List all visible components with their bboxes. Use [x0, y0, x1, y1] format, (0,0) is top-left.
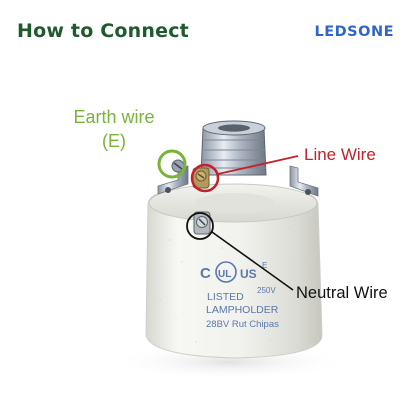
cul-mark-c: C [200, 265, 211, 282]
neutral-terminal-screw [193, 211, 211, 235]
earth-wire-text: Earth wire [73, 107, 155, 127]
bracket-screw-right [305, 189, 311, 195]
print-volts: 250V [257, 286, 276, 295]
earth-terminal-screw [171, 159, 185, 173]
neutral-callout-circle [186, 212, 214, 240]
center-recess [195, 193, 275, 213]
line-wire-label: Line Wire [304, 145, 376, 164]
line-callout-circle [190, 163, 220, 193]
nut-hole [218, 124, 250, 132]
line-callout-leader [217, 155, 299, 175]
neutral-wire-label: Neutral Wire [296, 284, 388, 302]
brand-logo: LEDSONE [314, 24, 394, 40]
neutral-callout-leader [211, 231, 294, 291]
product-print: C UL US E LISTED 250V LAMPHOLDER 28BV Ru… [200, 261, 279, 330]
earth-callout-circle [157, 149, 187, 179]
earth-wire-label: Earth wire (E) [60, 105, 168, 153]
earth-code-text: (E) [102, 131, 126, 151]
ul-mark [215, 261, 237, 283]
print-rating: 28BV Rut Chipas [206, 319, 279, 330]
print-lampholder: LAMPHOLDER [206, 304, 279, 316]
bracket-screw-left [165, 187, 171, 193]
svg-text:UL: UL [218, 269, 231, 280]
page-title: How to Connect [17, 20, 189, 42]
print-mark: E [262, 261, 267, 270]
line-terminal-screw [192, 167, 210, 189]
cul-mark-us: US [240, 267, 257, 281]
print-listed: LISTED [207, 291, 244, 303]
bracket-right [289, 165, 319, 197]
